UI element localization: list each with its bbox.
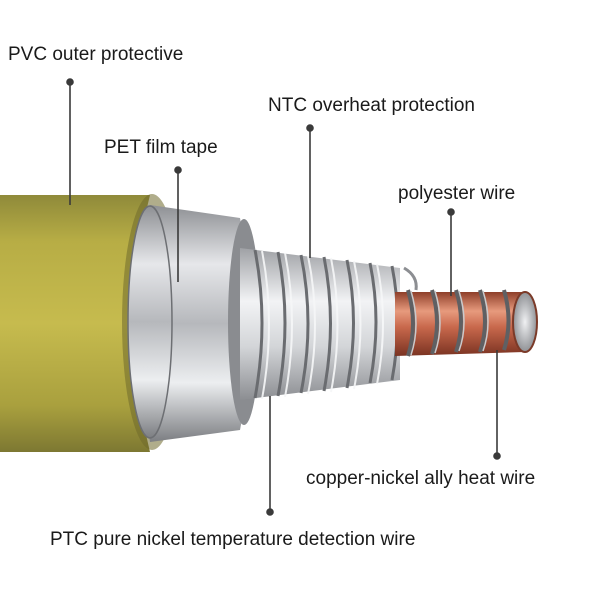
leader-polyester [447,208,455,296]
label-ntc-overheat-protection: NTC overheat protection [268,95,475,116]
label-pvc-outer-protective: PVC outer protective [8,44,184,65]
label-copper-nickel-heat-wire: copper-nickel ally heat wire [306,468,536,489]
ntc-spring-tube [240,248,418,400]
label-ptc-nickel-detection-wire: PTC pure nickel temperature detection wi… [50,529,416,550]
leader-pet [174,166,182,282]
label-pet-film-tape: PET film tape [104,137,218,158]
leader-lines [66,78,501,516]
polyester-wire [406,289,511,357]
leader-ptc [266,396,274,516]
leader-pvc [66,78,74,205]
label-polyester-wire: polyester wire [398,183,516,204]
pet-film-tape [127,205,260,442]
leader-ntc [306,124,314,258]
copper-core [395,289,538,357]
leader-copper [493,350,501,460]
